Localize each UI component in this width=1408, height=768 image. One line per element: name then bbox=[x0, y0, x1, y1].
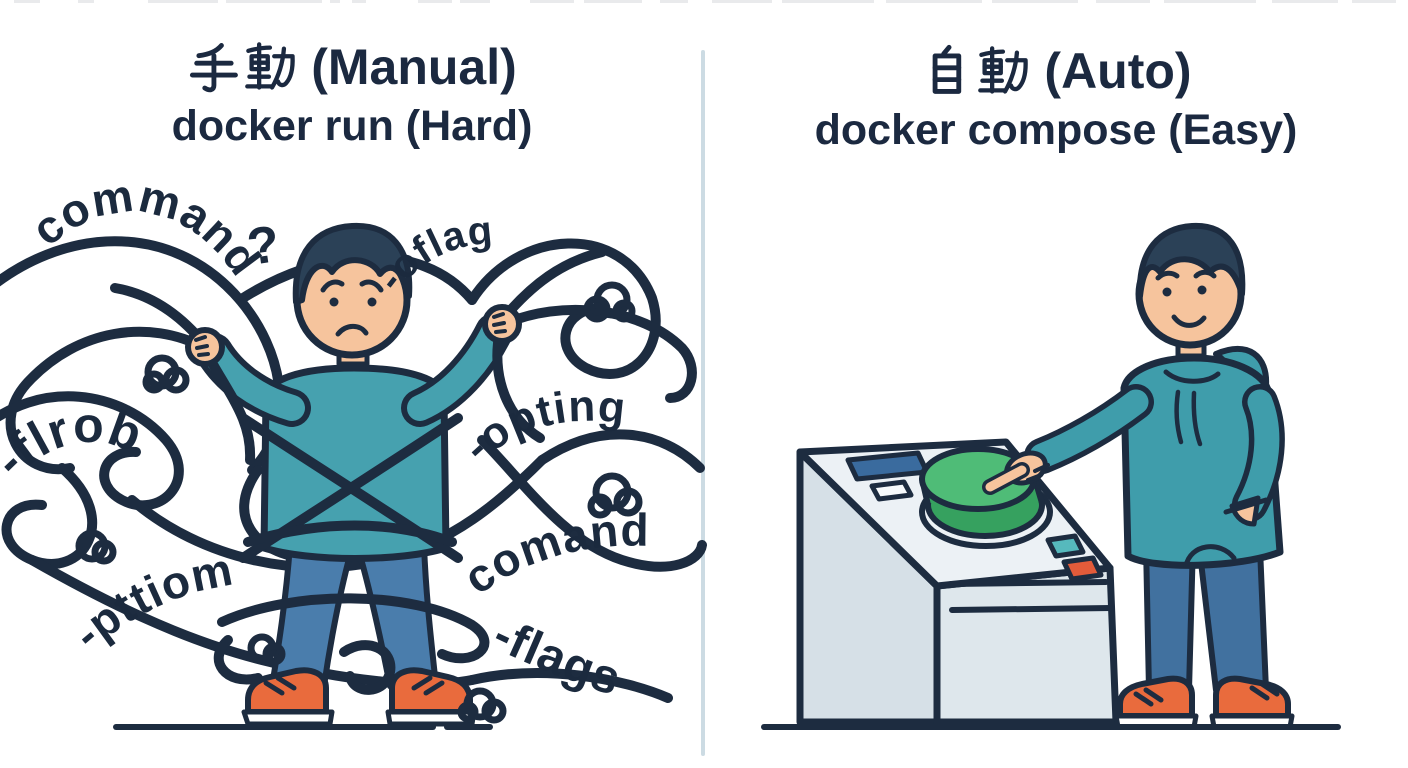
kanji-ji bbox=[933, 44, 962, 94]
kanji-te bbox=[190, 43, 239, 93]
machine-orange-indicator bbox=[1061, 555, 1104, 582]
left-person-hair bbox=[292, 222, 413, 305]
hoodie-collar bbox=[1163, 369, 1221, 384]
rope-word-flags: -flags bbox=[485, 608, 627, 706]
top-edge-artifacts bbox=[14, 0, 1396, 3]
hoodie-drawstrings bbox=[1174, 389, 1203, 447]
machine-blue-label bbox=[845, 450, 930, 482]
rope-word-comand: comand bbox=[454, 504, 650, 604]
machine-teal-indicator bbox=[1045, 533, 1086, 559]
right-person-hair bbox=[1136, 222, 1246, 299]
right-person-face-happy bbox=[1155, 269, 1217, 328]
person-pressing-button bbox=[982, 222, 1295, 730]
left-person-face-worried bbox=[320, 279, 384, 337]
question-mark: ? bbox=[244, 215, 285, 277]
left-title: (Manual) bbox=[0, 40, 704, 94]
tangled-ropes-front bbox=[201, 325, 545, 695]
right-subtitle: docker compose (Easy) bbox=[814, 106, 1298, 154]
right-title-latin: (Auto) bbox=[1044, 42, 1192, 99]
right-scene bbox=[761, 222, 1341, 730]
left-person-leg bbox=[355, 542, 439, 689]
green-button bbox=[919, 446, 1053, 549]
rope-knots bbox=[75, 281, 643, 724]
left-person-fists bbox=[185, 304, 522, 367]
left-person-shoes bbox=[241, 667, 477, 727]
button-machine bbox=[796, 438, 1120, 726]
rope-word-oflag: -oflag bbox=[368, 208, 495, 299]
right-person-pocket-arm bbox=[1223, 384, 1285, 527]
hoodie-pocket bbox=[1183, 544, 1237, 569]
panel-divider bbox=[701, 50, 705, 756]
hand-finger-lines bbox=[1026, 463, 1050, 482]
kanji-auto bbox=[920, 44, 1032, 98]
left-subtitle: docker run (Hard) bbox=[171, 102, 533, 150]
left-panel-header: (Manual) docker run (Hard) bbox=[0, 40, 704, 151]
tangled-ropes-back bbox=[0, 236, 707, 703]
left-scene: command -oflag -flrob -opting -pttiom co… bbox=[0, 169, 707, 730]
machine-front-face bbox=[933, 564, 1120, 726]
machine-front-lines bbox=[948, 579, 1114, 613]
rope-word-command: command bbox=[22, 169, 272, 286]
right-person-shoes bbox=[1113, 675, 1295, 730]
machine-small-label bbox=[869, 479, 914, 502]
right-panel-header: (Auto) docker compose (Easy) bbox=[704, 44, 1408, 155]
kanji-dou bbox=[978, 46, 1029, 94]
left-title-latin: (Manual) bbox=[311, 38, 517, 95]
right-title: (Auto) bbox=[704, 44, 1408, 98]
right-person-pressing-arm bbox=[982, 384, 1154, 495]
kanji-manual bbox=[187, 40, 299, 94]
kanji-dou bbox=[245, 42, 295, 90]
person-tangled bbox=[195, 222, 513, 727]
